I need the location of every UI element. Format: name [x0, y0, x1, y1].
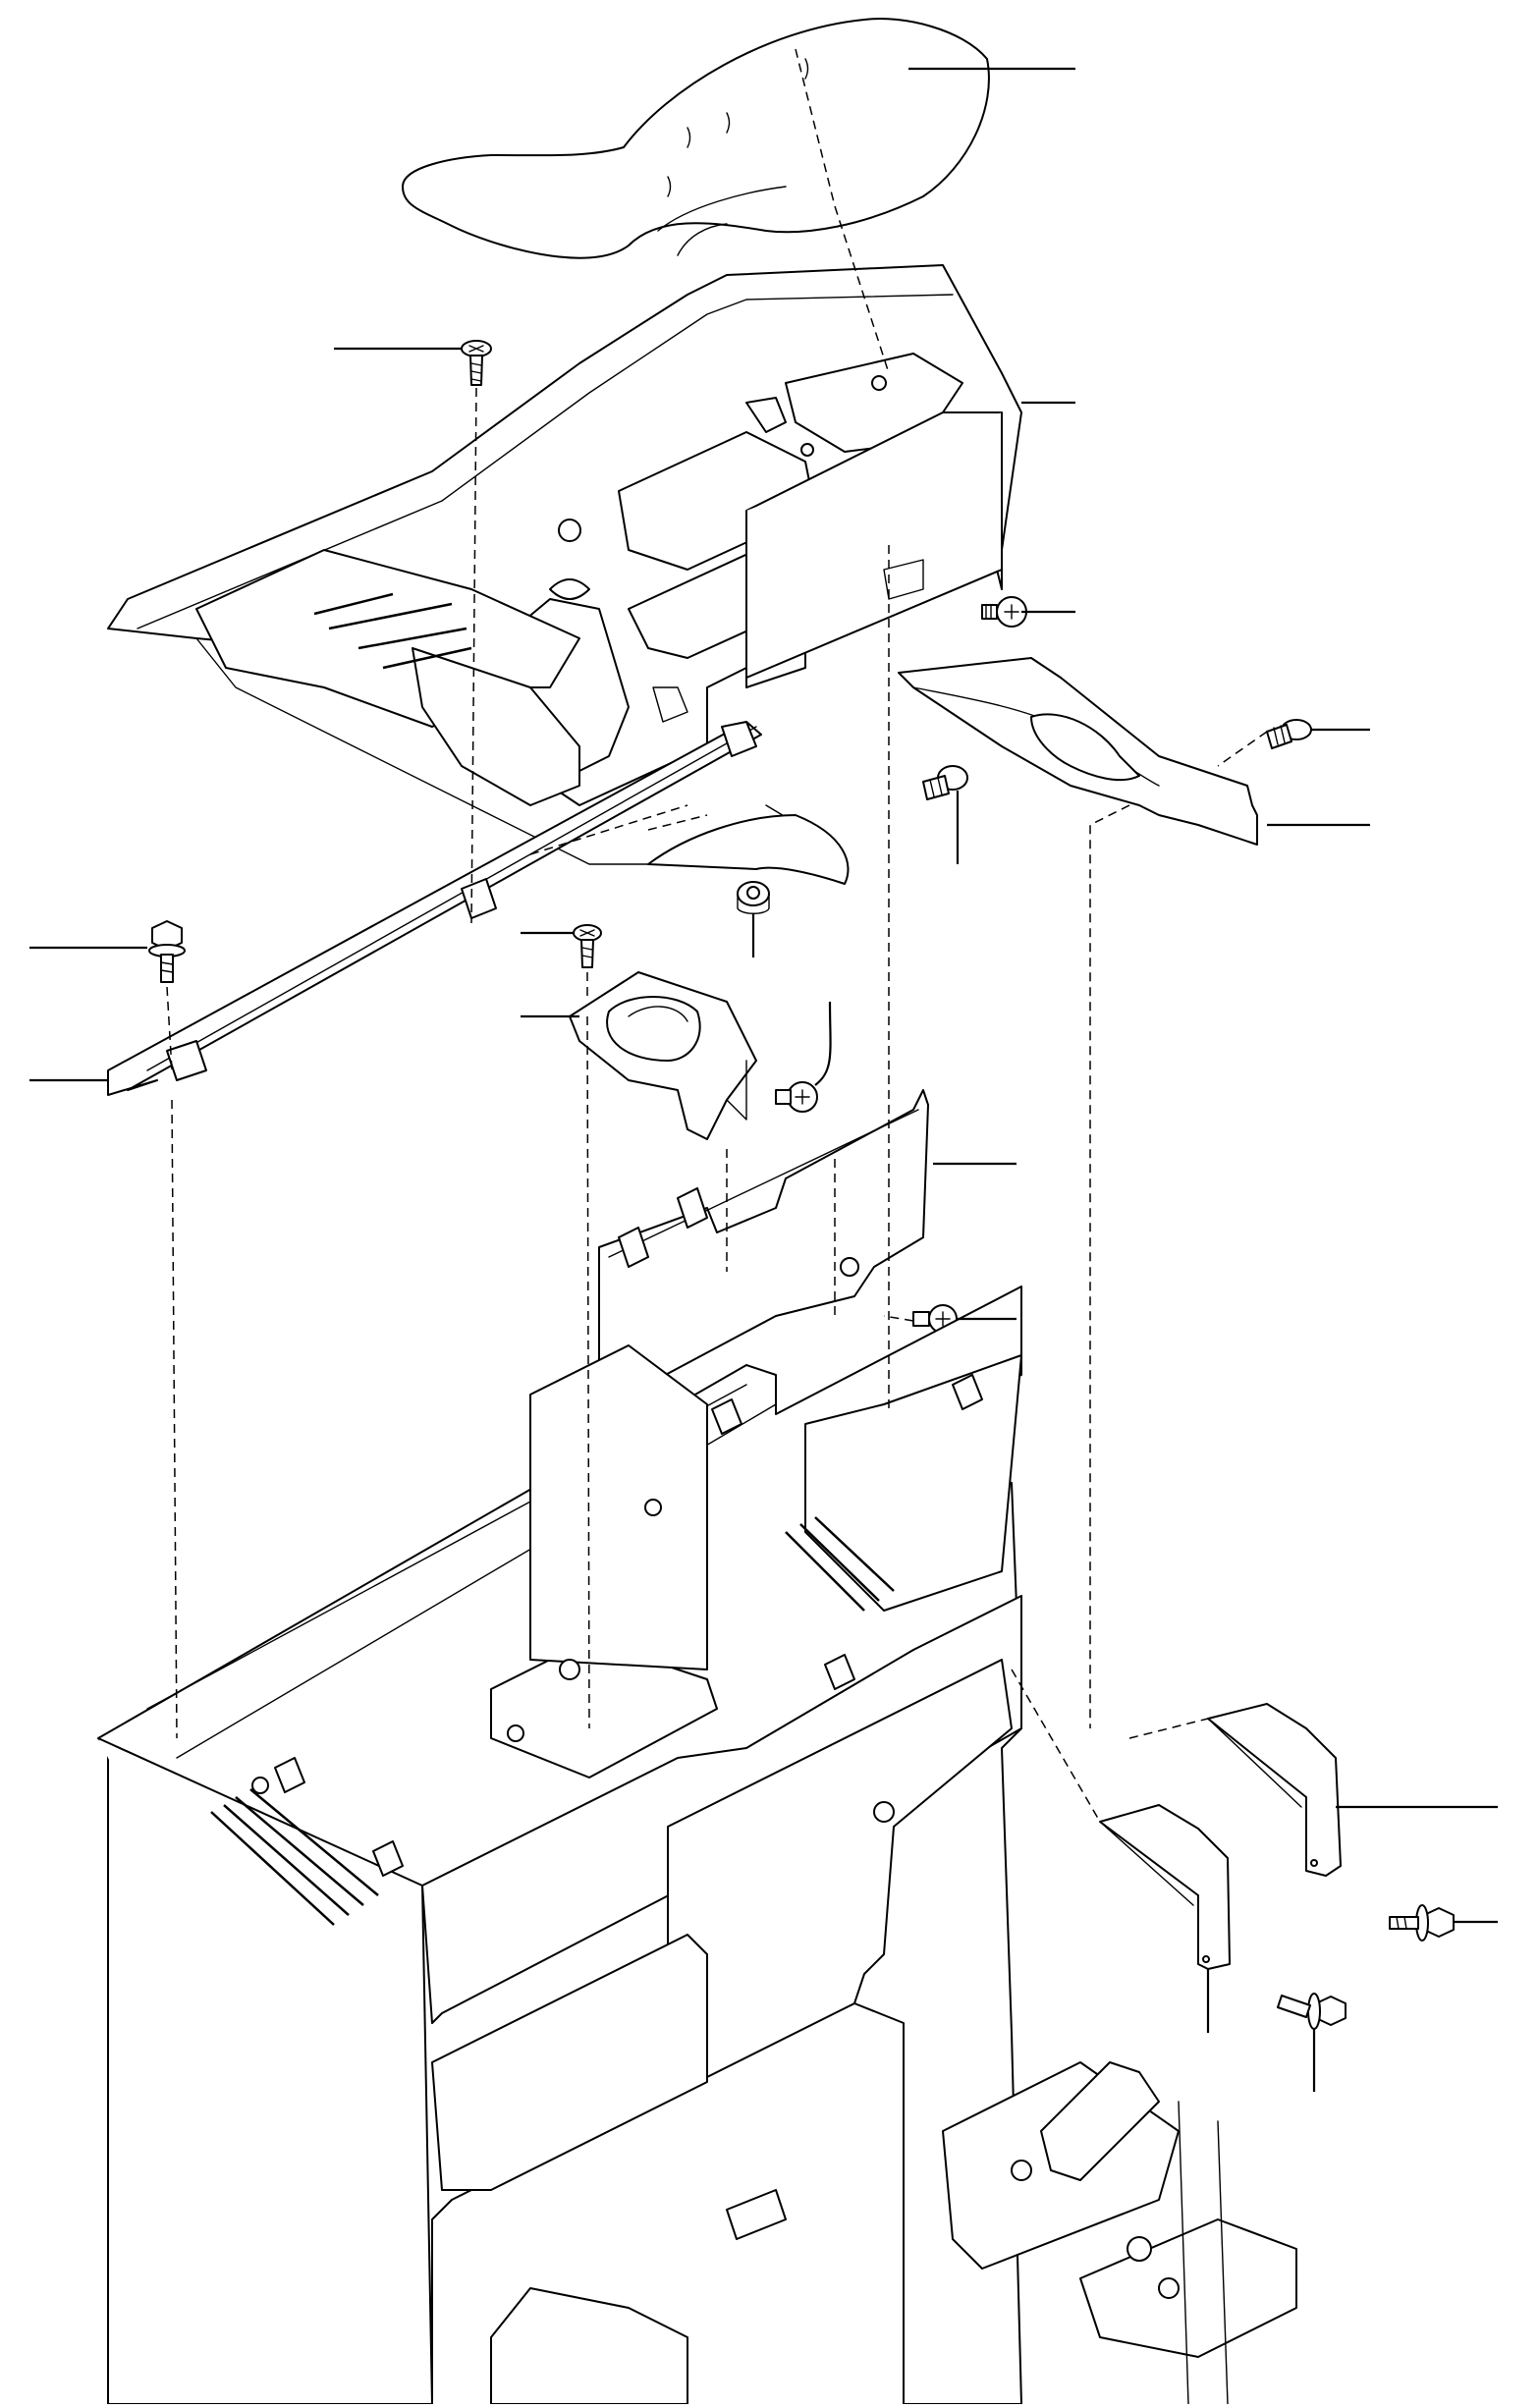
screw-icon	[461, 340, 492, 386]
seat-pan-rear-skirt-icon	[745, 412, 1003, 679]
frame-icon	[97, 1286, 1022, 2405]
screw-icon	[1266, 719, 1312, 749]
seat-cushion-icon	[402, 18, 990, 259]
screw-icon	[775, 1081, 818, 1113]
rail-icon	[107, 721, 762, 1096]
screw-icon	[573, 924, 602, 968]
assembly-lines	[166, 48, 1268, 1823]
bolt-icon	[1389, 1904, 1455, 1942]
plate-icon	[1099, 1804, 1231, 1970]
leader-lines	[29, 67, 1498, 2092]
bolt-icon	[1277, 1993, 1347, 2030]
plate-icon	[1207, 1703, 1342, 1877]
screw-icon	[922, 765, 968, 800]
frame-lower-assembly-icon	[490, 2061, 1297, 2405]
screw-icon	[981, 596, 1027, 628]
bolt-icon	[148, 920, 186, 983]
nut-icon	[737, 881, 770, 914]
plate-icon	[898, 657, 1258, 846]
bracket-icon	[569, 971, 757, 1140]
